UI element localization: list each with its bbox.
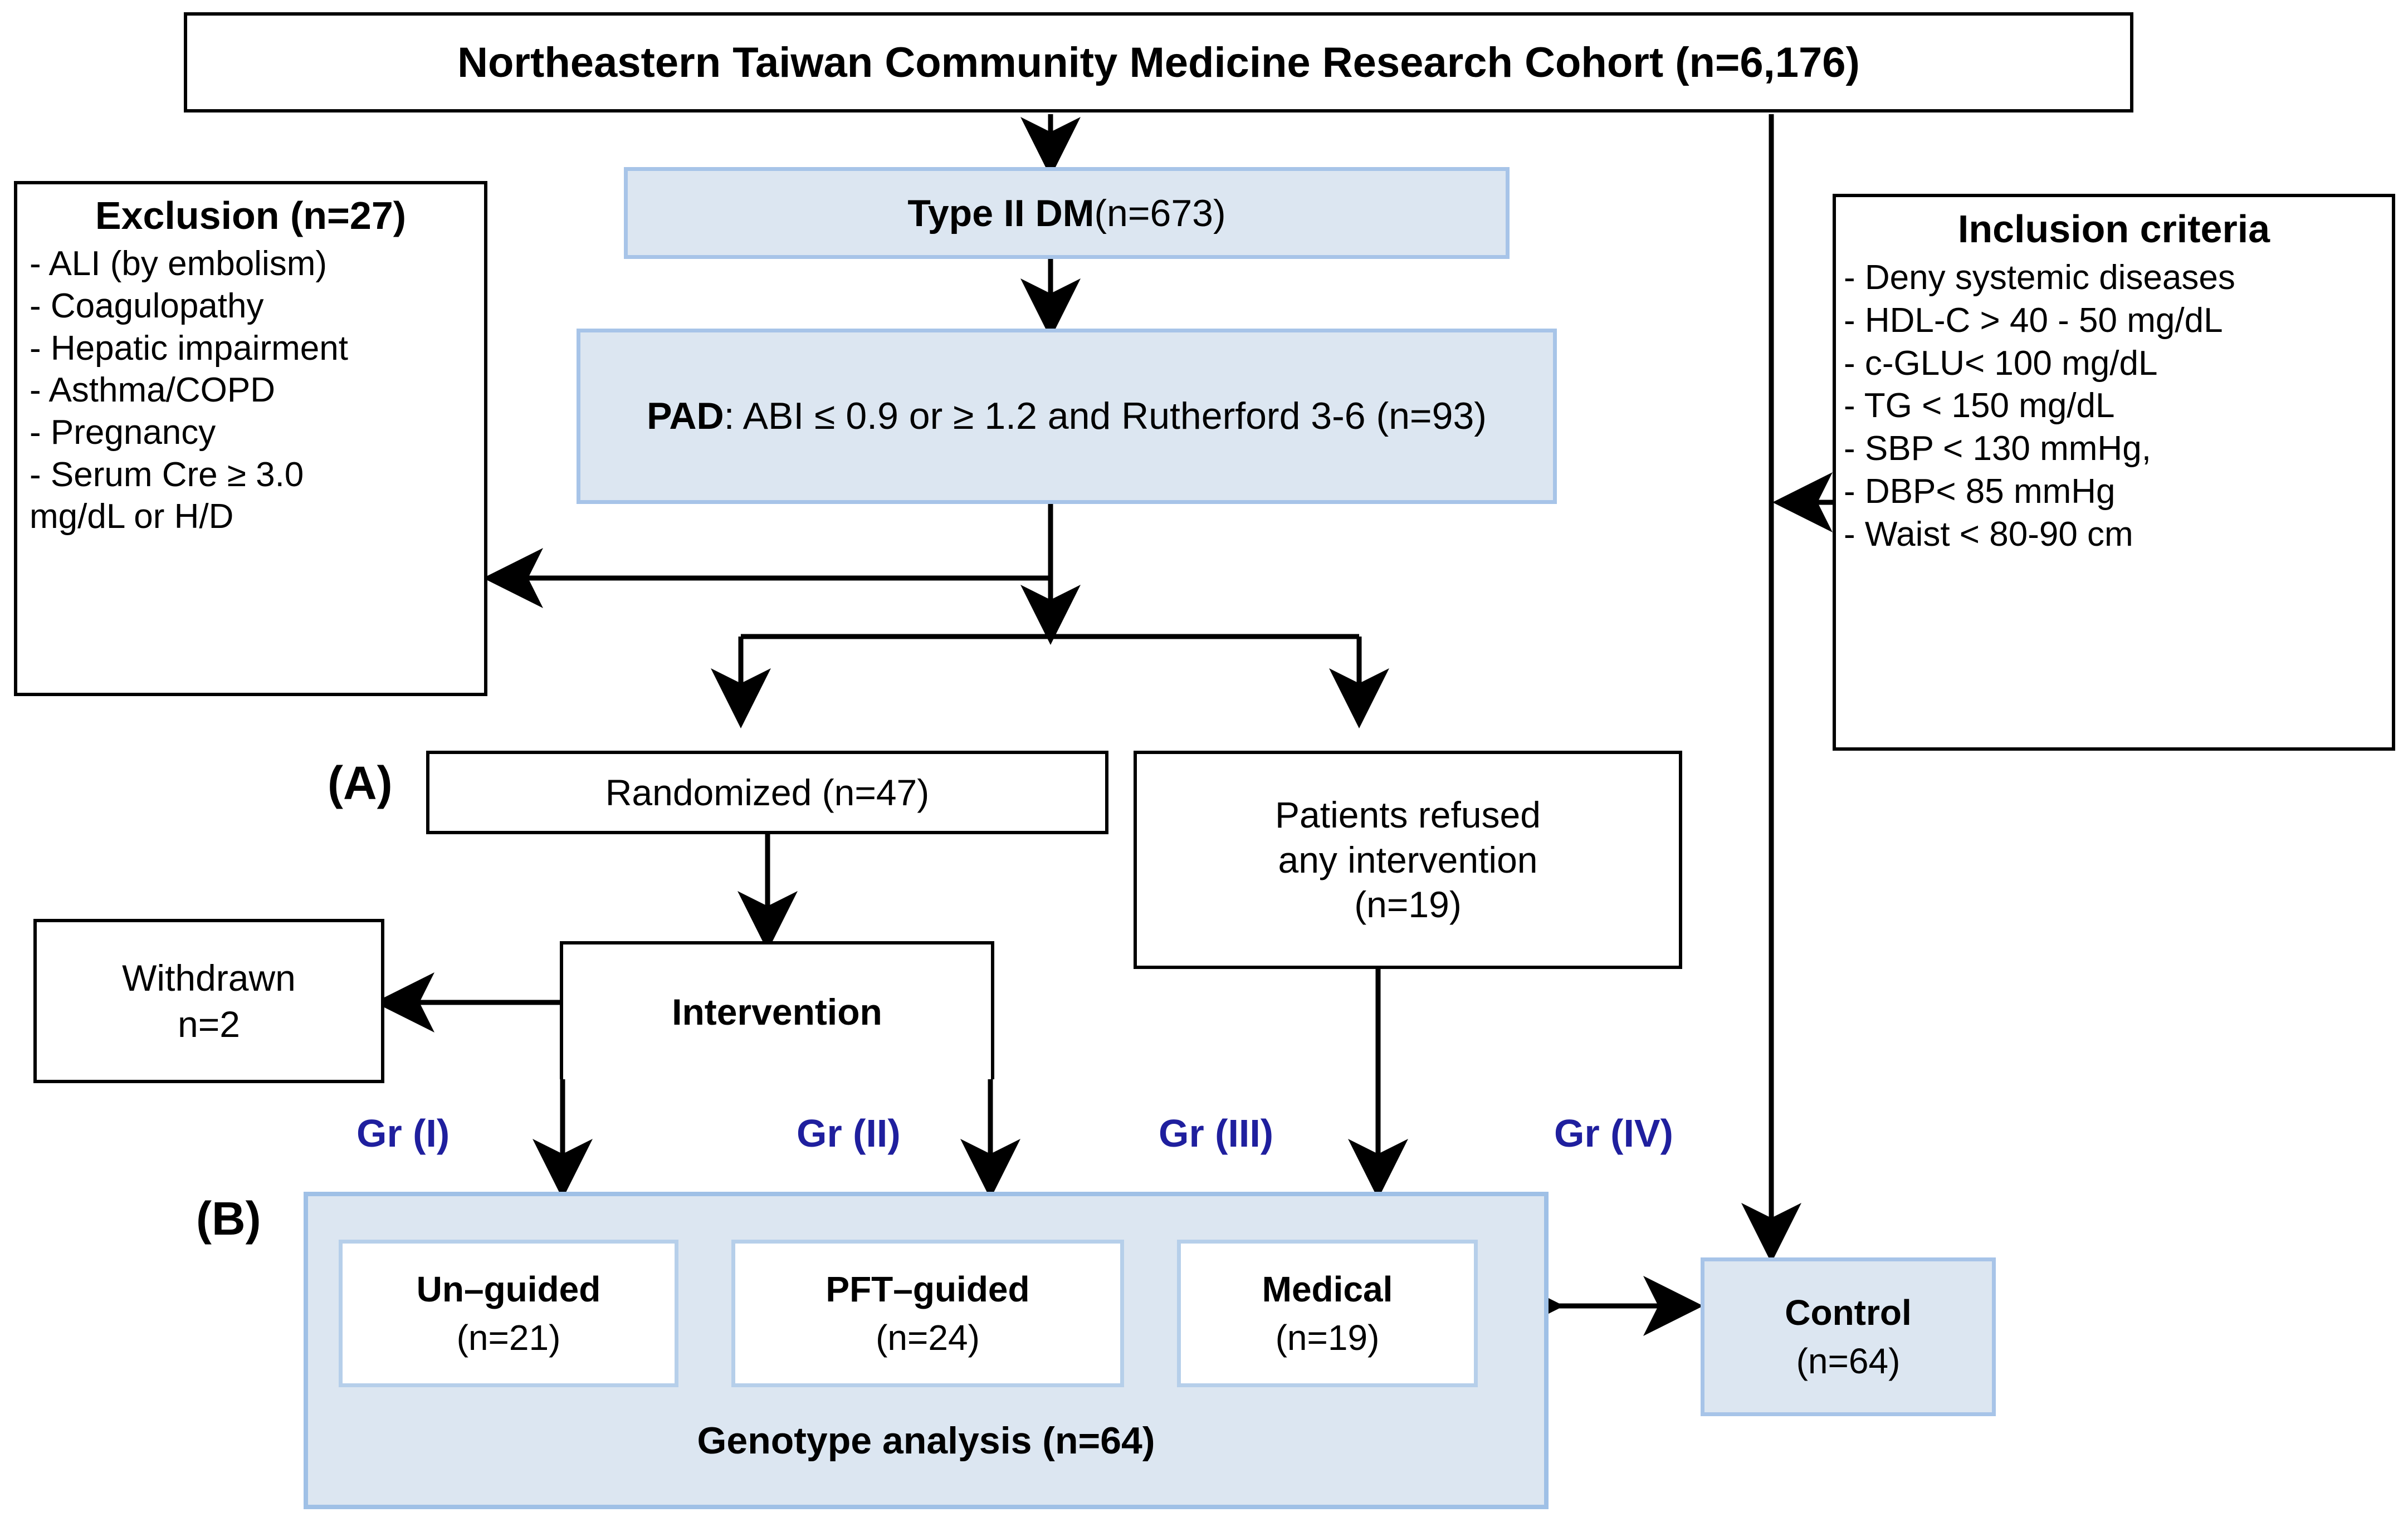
arm-count: (n=24): [876, 1317, 980, 1358]
arm-count: (n=19): [1275, 1317, 1380, 1358]
genotype-analysis-label: Genotype analysis (n=64): [697, 1420, 1155, 1462]
inclusion-box: Inclusion criteria - Deny systemic disea…: [1833, 194, 2395, 751]
inclusion-item: - TG < 150 mg/dL: [1844, 386, 2115, 425]
randomized-label: Randomized (n=47): [605, 772, 930, 813]
cohort-title-label: Northeastern Taiwan Community Medicine R…: [457, 38, 1860, 86]
exclusion-item: mg/dL or H/D: [30, 497, 234, 536]
genotype-analysis-container: Un–guided (n=21) PFT–guided (n=24) Medic…: [304, 1192, 1549, 1509]
inclusion-item: - Deny systemic diseases: [1844, 258, 2235, 297]
cohort-title-box: Northeastern Taiwan Community Medicine R…: [184, 12, 2133, 112]
arm-box-medical: Medical (n=19): [1177, 1240, 1478, 1387]
panel-a-label: (A): [328, 757, 393, 809]
patients-refused-box: Patients refused any intervention (n=19): [1134, 751, 1682, 969]
exclusion-item: - Pregnancy: [30, 413, 216, 452]
inclusion-item: - Waist < 80-90 cm: [1844, 515, 2133, 554]
pad-criteria-text: : ABI ≤ 0.9 or ≥ 1.2 and Rutherford 3-6 …: [724, 395, 1487, 437]
arm-name: Un–guided: [416, 1269, 601, 1310]
intervention-label: Intervention: [672, 991, 882, 1032]
exclusion-item: - ALI (by embolism): [30, 244, 328, 283]
inclusion-item: - SBP < 130 mmHg,: [1844, 429, 2151, 468]
refused-line-2: any intervention: [1278, 839, 1538, 880]
group-label-gr4: Gr (IV): [1554, 1112, 1673, 1155]
intervention-box: Intervention: [560, 941, 994, 1079]
type2-dm-box: Type II DM(n=673): [624, 167, 1510, 259]
exclusion-item: - Coagulopathy: [30, 287, 264, 326]
inclusion-title: Inclusion criteria: [1957, 207, 2270, 251]
inclusion-item: - DBP< 85 mmHg: [1844, 472, 2116, 511]
arm-count: (n=21): [456, 1317, 561, 1358]
group-label-gr3: Gr (III): [1159, 1112, 1274, 1155]
refused-line-3: (n=19): [1354, 884, 1462, 926]
pad-label: PAD: [647, 395, 724, 437]
panel-b-label: (B): [196, 1192, 261, 1245]
withdrawn-line-1: Withdrawn: [122, 957, 296, 999]
randomized-box: Randomized (n=47): [426, 751, 1108, 834]
type2-dm-count: (n=673): [1094, 192, 1226, 234]
arm-box-un-guided: Un–guided (n=21): [339, 1240, 678, 1387]
control-name: Control: [1785, 1293, 1912, 1333]
withdrawn-line-2: n=2: [178, 1003, 240, 1045]
exclusion-box: Exclusion (n=27) - ALI (by embolism) - C…: [14, 181, 487, 696]
arm-box-pft-guided: PFT–guided (n=24): [731, 1240, 1124, 1387]
withdrawn-box: Withdrawn n=2: [33, 919, 384, 1083]
exclusion-title: Exclusion (n=27): [95, 194, 407, 237]
inclusion-item: - c-GLU< 100 mg/dL: [1844, 344, 2158, 383]
exclusion-item: - Asthma/COPD: [30, 371, 275, 410]
arm-name: PFT–guided: [826, 1269, 1030, 1310]
control-box: Control (n=64): [1701, 1257, 1996, 1416]
type2-dm-label: Type II DM: [907, 192, 1095, 234]
arm-name: Medical: [1262, 1269, 1393, 1310]
control-count: (n=64): [1796, 1340, 1901, 1381]
group-label-gr2: Gr (II): [797, 1112, 901, 1155]
exclusion-item: - Hepatic impairment: [30, 329, 348, 368]
group-label-gr1: Gr (I): [356, 1112, 450, 1155]
exclusion-item: - Serum Cre ≥ 3.0: [30, 455, 304, 494]
refused-line-1: Patients refused: [1275, 794, 1541, 836]
inclusion-item: - HDL-C > 40 - 50 mg/dL: [1844, 301, 2223, 340]
pad-criteria-box: PAD: ABI ≤ 0.9 or ≥ 1.2 and Rutherford 3…: [577, 329, 1557, 504]
